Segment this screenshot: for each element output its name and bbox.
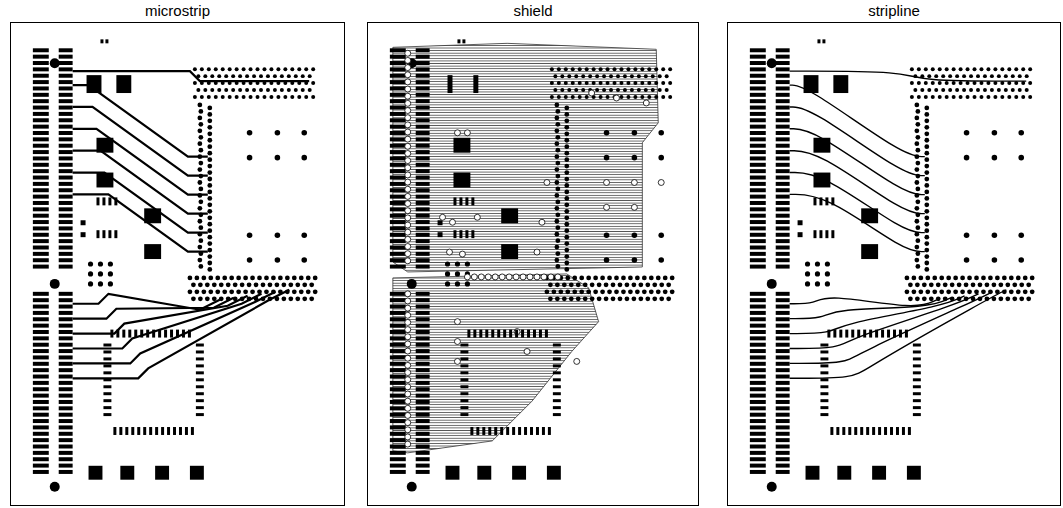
ground-plane bbox=[393, 274, 599, 453]
signal-trace bbox=[73, 173, 208, 233]
signal-trace bbox=[73, 71, 310, 81]
pcb-layout bbox=[368, 23, 698, 505]
signal-trace bbox=[790, 85, 925, 157]
panel-title: stripline bbox=[728, 2, 1060, 19]
panel-title: shield bbox=[368, 2, 698, 19]
signal-trace bbox=[790, 194, 925, 251]
ground-plane bbox=[393, 43, 658, 272]
signal-trace bbox=[790, 292, 993, 364]
signal-trace bbox=[790, 173, 925, 233]
signal-trace bbox=[790, 129, 925, 195]
pcb-layout bbox=[728, 23, 1060, 505]
panel-title: microstrip bbox=[11, 2, 344, 19]
signal-trace bbox=[790, 290, 1007, 378]
signal-trace bbox=[790, 151, 925, 214]
signal-trace bbox=[73, 194, 208, 251]
board-panel: stripline bbox=[727, 22, 1061, 506]
signal-trace bbox=[790, 296, 965, 334]
signal-trace bbox=[790, 71, 1027, 81]
signal-trace bbox=[73, 129, 208, 195]
pcb-layout bbox=[11, 23, 344, 505]
board-panel: microstrip bbox=[10, 22, 345, 506]
signal-trace bbox=[790, 298, 937, 306]
signal-trace bbox=[73, 107, 208, 176]
signal-trace bbox=[73, 151, 208, 214]
signal-trace bbox=[73, 85, 208, 157]
board-panel: shield bbox=[367, 22, 699, 506]
signal-trace bbox=[790, 107, 925, 176]
signal-trace bbox=[73, 290, 290, 378]
